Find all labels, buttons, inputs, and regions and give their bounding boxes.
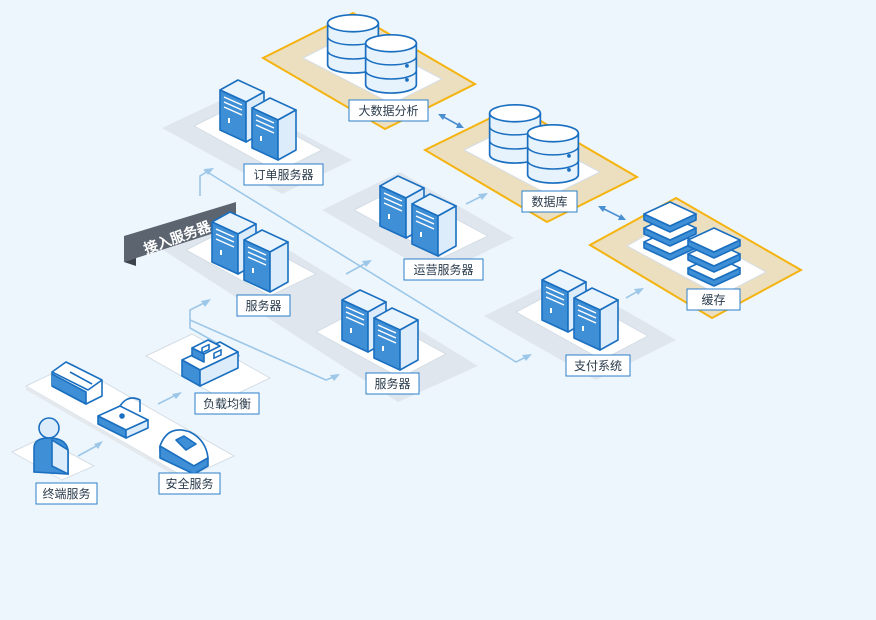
label-security: 安全服务 bbox=[158, 472, 221, 495]
label-order-server: 订单服务器 bbox=[243, 163, 324, 186]
label-server-b: 服务器 bbox=[365, 372, 420, 395]
label-payment-text: 支付系统 bbox=[574, 359, 622, 373]
lock-icon bbox=[97, 397, 149, 439]
label-cache: 缓存 bbox=[686, 288, 741, 311]
connectors bbox=[77, 114, 644, 457]
label-order-server-text: 订单服务器 bbox=[253, 167, 313, 182]
label-server-a: 服务器 bbox=[236, 294, 291, 317]
label-server-b-text: 服务器 bbox=[374, 376, 410, 391]
label-ops-server-text: 运营服务器 bbox=[413, 262, 473, 277]
shield-icon bbox=[159, 429, 209, 475]
label-bigdata: 大数据分析 bbox=[348, 99, 429, 122]
user-icon bbox=[33, 417, 69, 476]
label-payment: 支付系统 bbox=[565, 354, 631, 377]
label-security-text: 安全服务 bbox=[165, 476, 213, 491]
firewall-icon bbox=[51, 361, 103, 405]
label-database-text: 数据库 bbox=[531, 194, 567, 209]
load-balance-icon bbox=[181, 339, 239, 387]
label-server-a-text: 服务器 bbox=[245, 298, 281, 313]
label-terminal: 终端服务 bbox=[35, 482, 98, 505]
label-terminal-text: 终端服务 bbox=[42, 486, 90, 501]
label-database: 数据库 bbox=[521, 190, 578, 213]
label-cache-text: 缓存 bbox=[701, 293, 725, 307]
label-load-balance: 负载均衡 bbox=[194, 392, 260, 415]
label-ops-server: 运营服务器 bbox=[403, 258, 484, 281]
label-load-balance-text: 负载均衡 bbox=[203, 397, 251, 411]
label-bigdata-text: 大数据分析 bbox=[358, 103, 418, 118]
